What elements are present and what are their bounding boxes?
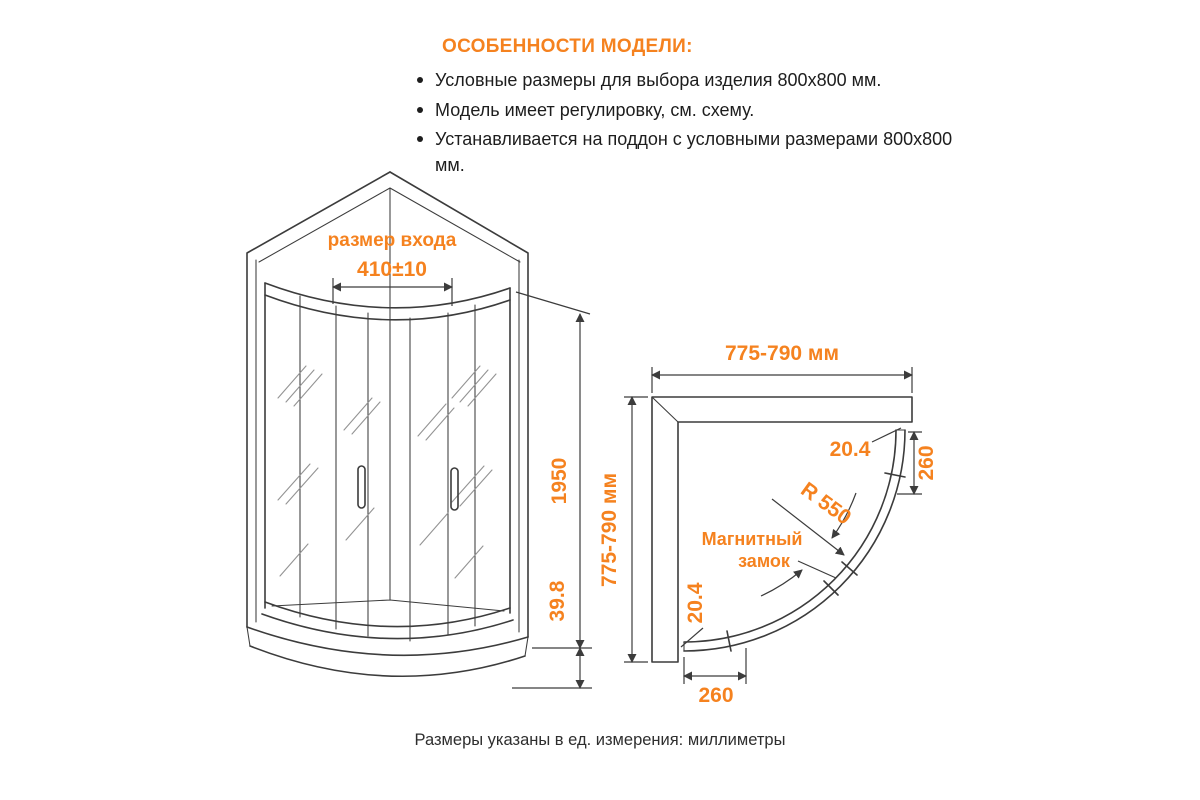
height-label: 1950: [548, 458, 571, 505]
plan-depth-dimension: 775-790 мм: [598, 396, 648, 663]
feature-item-2: Модель имеет регулировку, см. схему.: [408, 98, 953, 124]
front-view-walls: [246, 171, 529, 638]
feature-item-3: Устанавливается на поддон с условными ра…: [408, 127, 953, 178]
features-list: Условные размеры для выбора изделия 800х…: [408, 68, 953, 178]
slide-arrow-upper: [831, 492, 857, 539]
panel-bottom-dimension: 260: [683, 648, 747, 707]
door-handle-right: [450, 467, 459, 511]
magnet-lock-callout: Магнитный замок: [702, 529, 837, 579]
glass-hatch-left: [277, 365, 323, 577]
front-view: размер входа 410±10 1950 39.8: [246, 171, 592, 689]
entry-size-caption: размер входа: [328, 230, 457, 251]
features-title: ОСОБЕННОСТИ МОДЕЛИ:: [442, 36, 693, 57]
panel-bottom-label: 260: [698, 684, 733, 707]
plan-walls: [651, 396, 913, 663]
units-note: Размеры указаны в ед. измерения: миллиме…: [414, 731, 786, 749]
slide-arrow-lower: [760, 569, 803, 597]
glass-hatch-middle: [343, 397, 455, 546]
feature-item-1: Условные размеры для выбора изделия 800х…: [408, 68, 953, 94]
tray-height-label: 39.8: [546, 580, 569, 621]
magnet-lock-label-line2: замок: [738, 551, 791, 571]
gap-bottom-dimension: 20.4: [680, 582, 707, 648]
magnet-lock-label-line1: Магнитный: [702, 529, 803, 549]
door-handle-left: [357, 465, 366, 509]
plan-width-dimension: 775-790 мм: [651, 342, 913, 393]
gap-top-dimension: 20.4: [830, 427, 902, 461]
features-section: ОСОБЕННОСТИ МОДЕЛИ: Условные размеры для…: [408, 36, 953, 182]
radius-label: R 550: [796, 478, 855, 530]
entry-width-dimension: размер входа 410±10: [328, 230, 457, 306]
panel-right-label: 260: [915, 445, 938, 480]
gap-top-label: 20.4: [830, 438, 871, 461]
plan-glass-brackets: [726, 472, 906, 652]
plan-width-label: 775-790 мм: [725, 342, 839, 365]
entry-width-label: 410±10: [357, 258, 427, 281]
front-view-tray: [246, 626, 529, 678]
plan-depth-label: 775-790 мм: [598, 473, 621, 587]
height-dimension: 1950 39.8: [512, 291, 592, 689]
plan-view: 775-790 мм 775-790 мм 20.4 260: [598, 342, 938, 707]
front-view-doors: [261, 282, 514, 642]
panel-right-dimension: 260: [897, 431, 938, 495]
glass-hatch-right: [451, 365, 497, 579]
gap-bottom-label: 20.4: [684, 582, 707, 623]
